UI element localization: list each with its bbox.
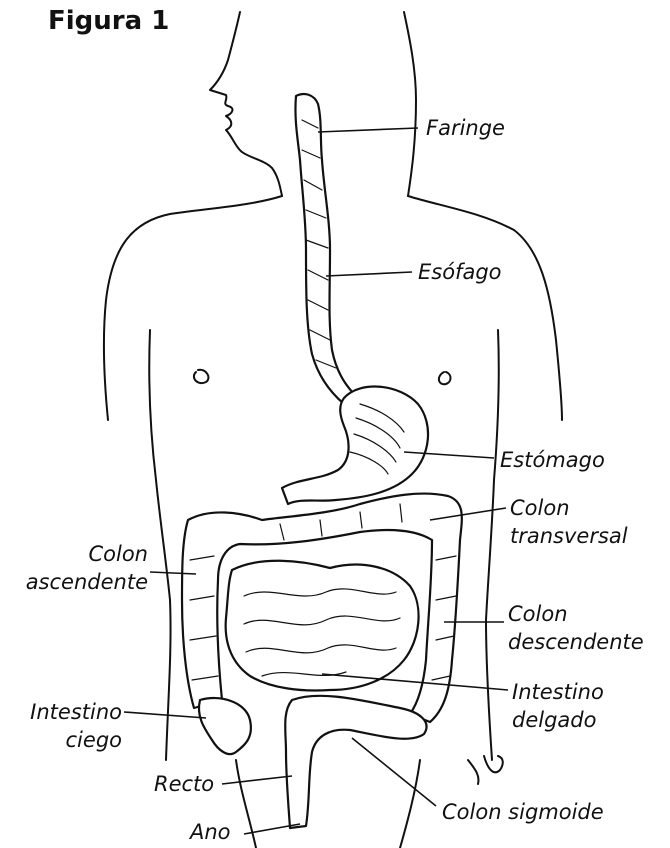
label-colon-descendente-line2: descendente <box>508 628 644 656</box>
leader-colon-sigmoide <box>352 738 436 806</box>
label-estomago: Estómago <box>500 446 605 474</box>
label-intestino-delgado: Intestino delgado <box>512 678 604 734</box>
label-colon-ascendente-line1: Colon <box>16 540 148 568</box>
label-colon-ascendente-line2: ascendente <box>16 568 148 596</box>
torso-left-outline <box>149 330 170 760</box>
label-colon-descendente: Colon descendente <box>508 600 644 656</box>
label-colon-sigmoide: Colon sigmoide <box>442 798 604 826</box>
shoulder-right-outline <box>408 196 562 420</box>
sigmoid-colon-rectum <box>285 696 426 828</box>
label-intestino-ciego-line1: Intestino <box>6 698 122 726</box>
label-colon-transversal-line1: Colon <box>510 494 628 522</box>
nipple-left <box>194 370 209 383</box>
label-colon-transversal: Colon transversal <box>510 494 628 550</box>
torso-right-outline <box>486 330 499 760</box>
label-intestino-ciego-line2: ciego <box>6 726 122 754</box>
label-intestino-ciego: Intestino ciego <box>6 698 122 754</box>
label-colon-transversal-line2: transversal <box>510 522 628 550</box>
cecum <box>199 698 251 754</box>
leader-esofago <box>326 272 412 276</box>
artist-signature <box>468 756 503 784</box>
label-faringe: Faringe <box>426 114 505 142</box>
label-intestino-delgado-line2: delgado <box>512 706 604 734</box>
label-colon-descendente-line1: Colon <box>508 600 644 628</box>
figure-title: Figura 1 <box>48 6 169 36</box>
leader-faringe <box>318 128 418 132</box>
nipple-right <box>439 372 451 384</box>
leader-intestino-ciego <box>124 712 206 718</box>
shoulder-left-outline <box>104 196 282 420</box>
leg-left-outline <box>236 760 256 848</box>
pharynx-esophagus <box>295 94 356 404</box>
label-esofago: Esófago <box>418 258 502 286</box>
neck-back-outline <box>404 12 416 196</box>
label-colon-ascendente: Colon ascendente <box>16 540 148 596</box>
stomach <box>282 387 428 504</box>
label-intestino-delgado-line1: Intestino <box>512 678 604 706</box>
head-outline <box>210 12 282 196</box>
leader-recto <box>222 776 292 784</box>
label-ano: Ano <box>190 818 231 846</box>
small-intestine <box>226 561 419 691</box>
leg-right-outline <box>400 760 420 848</box>
label-recto: Recto <box>154 770 214 798</box>
